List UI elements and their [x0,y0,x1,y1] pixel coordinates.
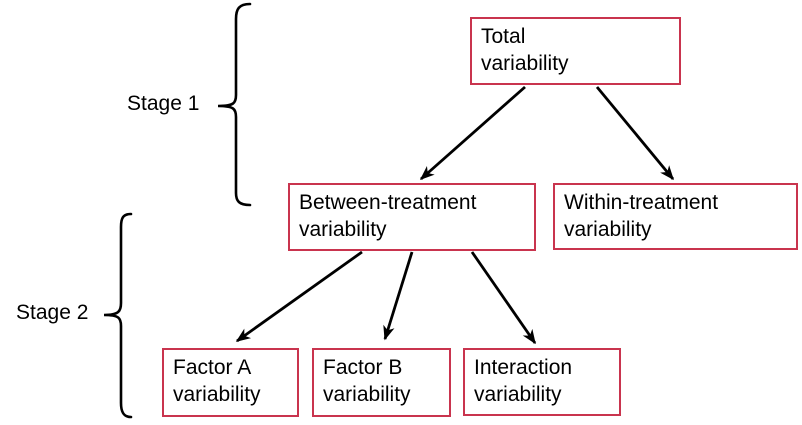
node-interaction-variability: Interaction variability [463,348,621,416]
node-between-treatment-variability: Between-treatment variability [288,183,536,251]
stage1-brace [217,2,252,207]
stage1-label: Stage 1 [127,92,200,115]
stage2-label: Stage 2 [16,301,89,324]
node-total-variability: Total variability [470,17,681,85]
arrow-between-to-factor-b [383,251,414,341]
arrow-total-to-between [419,85,526,181]
arrow-between-to-factor-a [235,250,363,343]
stage2-brace [103,212,133,419]
node-factor-a-variability: Factor A variability [162,348,299,417]
arrow-total-to-within [595,86,675,181]
node-factor-b-variability: Factor B variability [312,348,451,417]
arrow-between-to-interaction [470,251,537,345]
node-within-treatment-variability: Within-treatment variability [553,183,798,250]
